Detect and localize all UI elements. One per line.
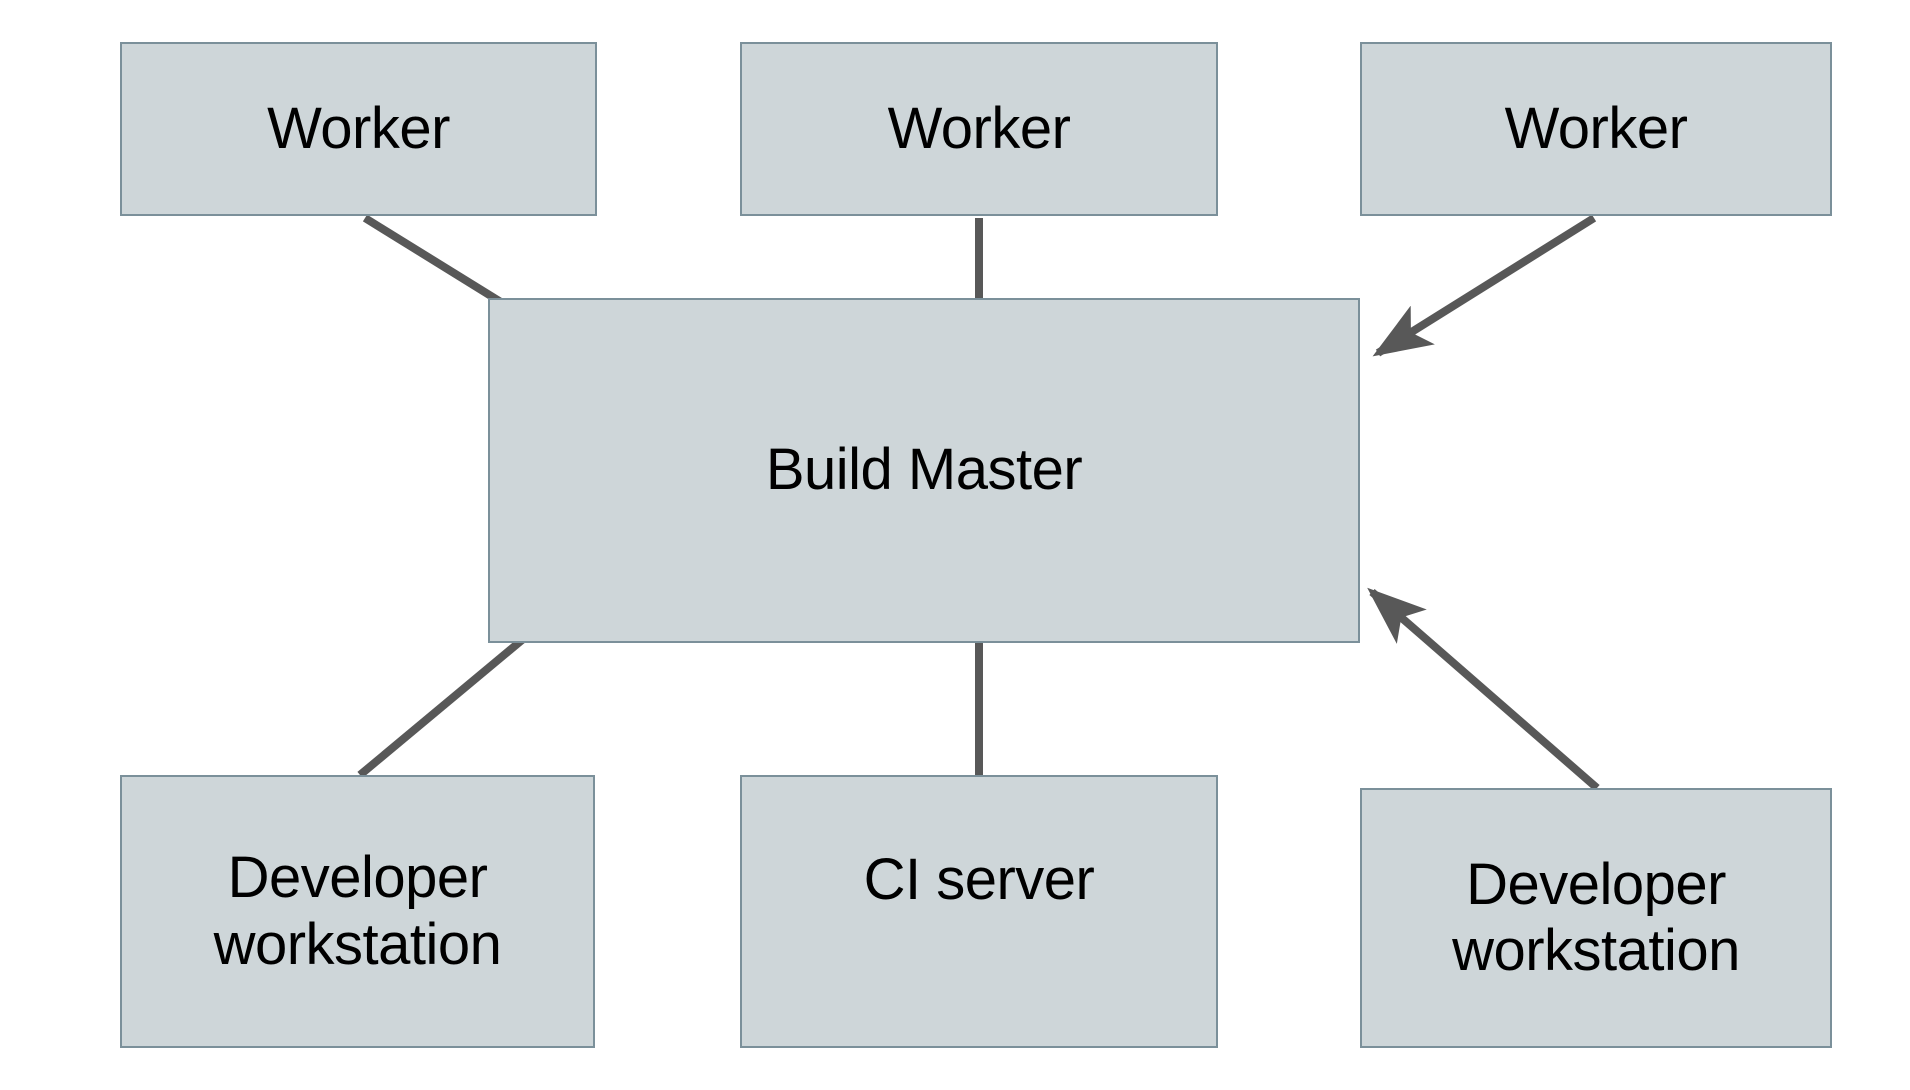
node-worker-3-label: Worker — [1504, 95, 1688, 161]
node-worker-2-label: Worker — [887, 95, 1071, 161]
node-ci-server-label: CI server — [863, 847, 1095, 912]
node-worker-1[interactable]: Worker — [120, 42, 597, 216]
node-developer-workstation-left-label: Developer workstation — [213, 845, 502, 977]
node-developer-workstation-left[interactable]: Developer workstation — [120, 775, 595, 1048]
edge-worker-3-to-build-master — [1372, 214, 1597, 357]
edge-dev-right-to-build-master — [1367, 587, 1600, 792]
node-developer-workstation-right[interactable]: Developer workstation — [1360, 788, 1832, 1048]
node-build-master-label: Build Master — [765, 437, 1083, 503]
node-build-master[interactable]: Build Master — [488, 298, 1360, 643]
node-worker-2[interactable]: Worker — [740, 42, 1218, 216]
node-worker-3[interactable]: Worker — [1360, 42, 1832, 216]
node-ci-server[interactable]: CI server — [740, 775, 1218, 1048]
node-worker-1-label: Worker — [267, 95, 450, 161]
node-developer-workstation-right-label: Developer workstation — [1452, 851, 1740, 983]
